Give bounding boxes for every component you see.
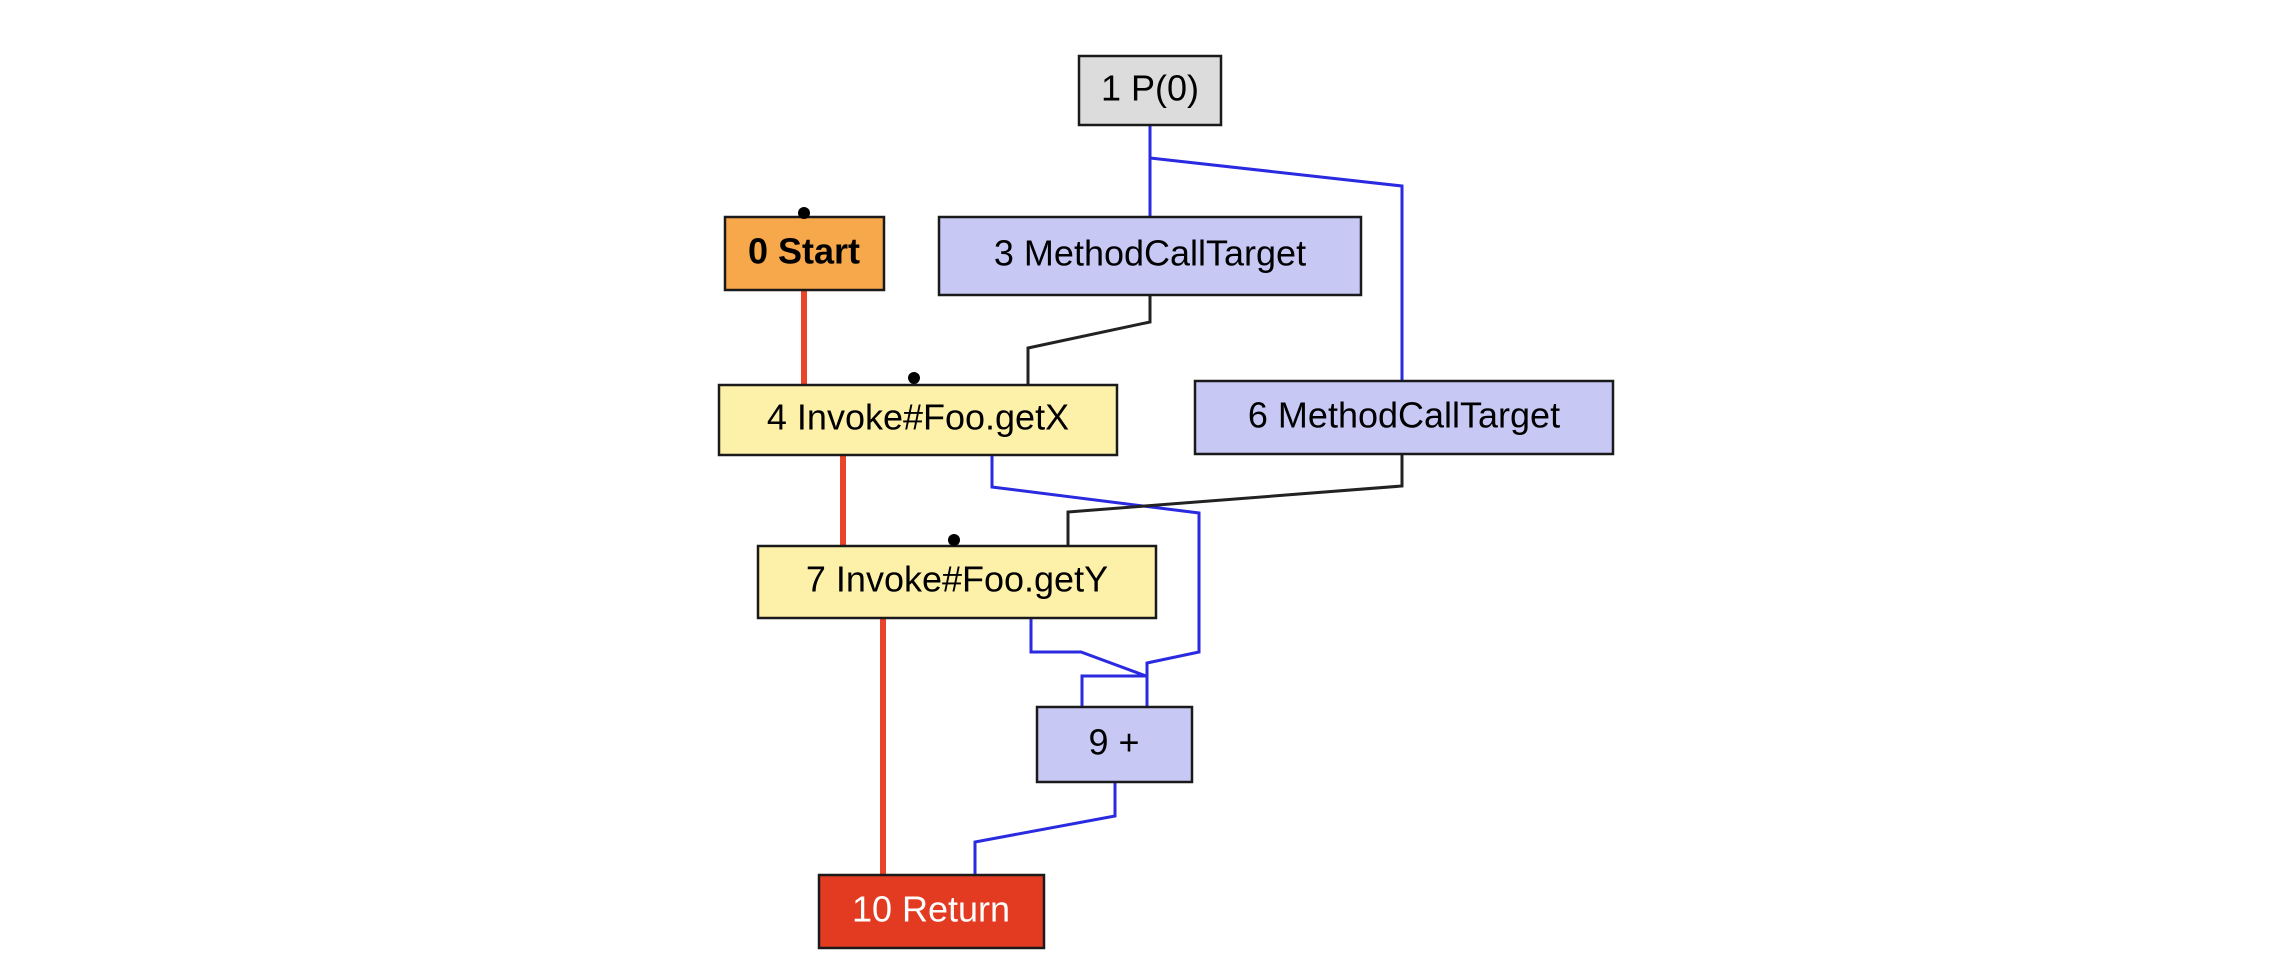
node-invoke-4[interactable]: 4 Invoke#Foo.getX — [717, 383, 1119, 457]
node-add-9-label: 9 + — [1088, 722, 1139, 763]
edge-add-to-return — [973, 782, 1117, 875]
node-call-target-3[interactable]: 3 MethodCallTarget — [937, 215, 1363, 297]
port-dot-invoke-getx — [908, 372, 920, 384]
node-param-1-label: 1 P(0) — [1101, 68, 1199, 109]
node-return-10-label: 10 Return — [852, 889, 1010, 930]
node-call-target-6[interactable]: 6 MethodCallTarget — [1193, 379, 1615, 456]
edge-calltarget-3-to-getx — [1026, 295, 1152, 385]
port-dots — [798, 207, 960, 546]
edges — [801, 125, 1404, 875]
port-dot-invoke-gety — [948, 534, 960, 546]
edge-param-to-calltarget-6 — [1149, 156, 1404, 381]
node-start-0[interactable]: 0 Start — [723, 215, 886, 292]
node-invoke-7[interactable]: 7 Invoke#Foo.getY — [756, 544, 1158, 620]
node-return-10[interactable]: 10 Return — [817, 873, 1046, 950]
nodes: 1 P(0) 0 Start 3 MethodCallTarget 4 Invo… — [717, 54, 1615, 950]
node-param-1[interactable]: 1 P(0) — [1077, 54, 1223, 127]
node-call-target-3-label: 3 MethodCallTarget — [994, 233, 1306, 274]
node-invoke-4-label: 4 Invoke#Foo.getX — [767, 397, 1069, 438]
node-start-0-label: 0 Start — [748, 231, 860, 272]
node-add-9[interactable]: 9 + — [1035, 705, 1194, 784]
port-dot-start — [798, 207, 810, 219]
edge-gety-to-add — [1029, 618, 1147, 707]
edge-getx-to-add — [990, 455, 1201, 707]
node-call-target-6-label: 6 MethodCallTarget — [1248, 395, 1560, 436]
node-invoke-7-label: 7 Invoke#Foo.getY — [806, 559, 1108, 600]
edge-calltarget-6-to-gety — [1066, 454, 1404, 546]
